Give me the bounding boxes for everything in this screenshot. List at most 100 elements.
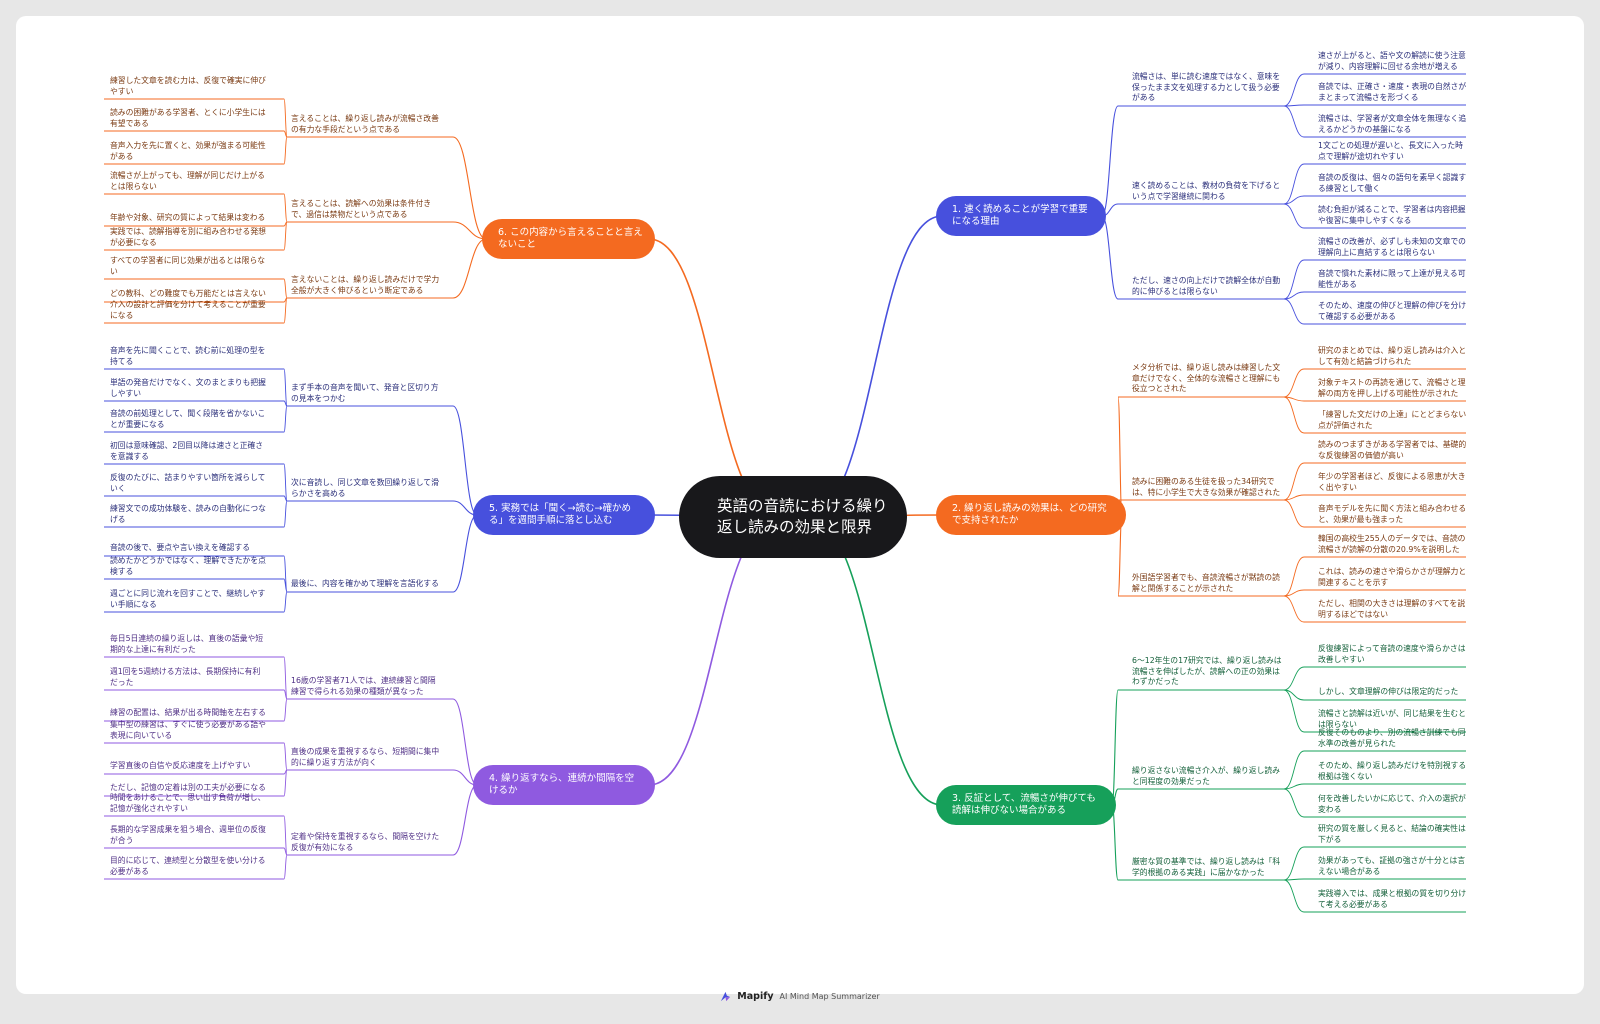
- branch-node-3[interactable]: 3. 反証として、流暢さが伸びても読解は伸びない場合がある: [936, 785, 1116, 825]
- leaf-label[interactable]: 反復そのものより、別の流暢さ訓練でも同水準の改善が見られた: [1318, 728, 1466, 748]
- subtopic-label[interactable]: 言えることは、読解への効果は条件付きで、過信は禁物だという点である: [291, 199, 432, 219]
- leaf-label[interactable]: 学習直後の自信や反応速度を上げやすい: [110, 761, 251, 770]
- leaf-label[interactable]: 週1回を5週続ける方法は、長期保持に有利だった: [110, 667, 261, 687]
- subtopic-label[interactable]: メタ分析では、繰り返し読みは練習した文章だけでなく、全体的な流暢さと理解にも役立…: [1132, 363, 1281, 393]
- leaf-label[interactable]: 集中型の練習は、すぐに使う必要がある語や表現に向いている: [110, 720, 266, 740]
- sub-leaf-link: [1283, 73, 1305, 107]
- leaf-label[interactable]: ただし、記憶の定着は別の工夫が必要になる: [110, 783, 266, 792]
- leaf-label[interactable]: 長期的な学習成果を狙う場合、週単位の反復が合う: [110, 825, 266, 845]
- leaf-label[interactable]: 介入の設計と評価を分けて考えることが重要になる: [110, 300, 266, 320]
- leaf-label[interactable]: 初回は意味確認、2回目以降は速さと正確さを意識する: [110, 441, 264, 461]
- branch-node-5[interactable]: 5. 実務では「聞く→読む→確かめる」を週間手順に落とし込む: [473, 495, 655, 535]
- leaf-label[interactable]: 韓国の高校生255人のデータでは、音読の流暢さが読解の分散の20.9%を説明した: [1318, 534, 1466, 554]
- sub-leaf-link: [1283, 846, 1305, 881]
- subtopic-label[interactable]: 読みに困難のある生徒を扱った34研究では、特に小学生で大きな効果が確認された: [1132, 477, 1281, 497]
- branch-node-1[interactable]: 1. 速く読めることが学習で重要になる理由: [936, 196, 1106, 236]
- leaf-label[interactable]: 音読の前処理として、聞く段階を省かないことが重要になる: [110, 409, 266, 429]
- subtopic-label[interactable]: 外国語学習者でも、音読流暢さが黙読の読解と関係することが示された: [1132, 573, 1280, 593]
- leaf-label[interactable]: そのため、繰り返し読みだけを特別視する根拠は強くない: [1318, 761, 1467, 781]
- leaf-label[interactable]: 流暢さと読解は近いが、同じ結果を生むとは限らない: [1318, 709, 1466, 729]
- leaf-label[interactable]: 読めたかどうかではなく、理解できたかを点検する: [110, 556, 266, 576]
- leaf-label[interactable]: 何を改善したいかに応じて、介入の選択が変わる: [1318, 794, 1466, 814]
- leaf-label[interactable]: 単語の発音だけでなく、文のまとまりも把握しやすい: [110, 378, 266, 398]
- sub-leaf-link: [283, 221, 288, 251]
- root-topic-node[interactable]: 英語の音読における繰り返し読みの効果と限界: [679, 476, 907, 558]
- leaf-label[interactable]: 年少の学習者ほど、反復による恩恵が大きく出やすい: [1318, 472, 1466, 492]
- leaf-label[interactable]: 年齢や対象、研究の質によって結果は変わる: [110, 213, 266, 222]
- subtopic-label[interactable]: 流暢さは、単に読む速度ではなく、意味を保ったまま文を処理する力として扱う必要があ…: [1132, 72, 1281, 102]
- sub-leaf-link: [1283, 879, 1305, 913]
- leaf-label[interactable]: 研究の質を厳しく見ると、結論の確実性は下がる: [1318, 824, 1466, 844]
- leaf-label[interactable]: 週ごとに同じ流れを回すことで、継続しやすい手順になる: [110, 589, 266, 609]
- subtopic-label[interactable]: 直後の成果を重視するなら、短期間に集中的に繰り返す方法が向く: [291, 747, 440, 767]
- subtopic-label[interactable]: 繰り返さない流暢さ介入が、繰り返し読みと同程度の効果だった: [1132, 766, 1280, 786]
- leaf-label[interactable]: そのため、速度の伸びと理解の伸びを分けて確認する必要がある: [1318, 301, 1467, 321]
- subtopic-label[interactable]: 速く読めることは、教材の負荷を下げるという点で学習継続に関わる: [1132, 181, 1281, 201]
- leaf-label[interactable]: 音読では、正確さ・速度・表現の自然さがまとまって流暢さを形づくる: [1318, 82, 1467, 102]
- branch-sub-link: [1111, 804, 1119, 881]
- branch-node-2[interactable]: 2. 繰り返し読みの効果は、どの研究で支持されたか: [936, 495, 1126, 535]
- leaf-label[interactable]: 音声モデルを先に聞く方法と組み合わせると、効果が最も強まった: [1318, 504, 1467, 524]
- subtopic-label[interactable]: 最後に、内容を確かめて理解を言語化する: [291, 579, 439, 588]
- leaf-label[interactable]: 流暢さの改善が、必ずしも未知の文章での理解向上に直結するとは限らない: [1318, 237, 1466, 257]
- leaf-label[interactable]: これは、読みの速さや滑らかさが理解力と関連することを示す: [1318, 567, 1467, 587]
- sub-leaf-link: [283, 500, 288, 528]
- sub-leaf-link: [283, 130, 288, 138]
- sub-leaf-link: [1283, 878, 1305, 881]
- leaf-label[interactable]: 毎日5日連続の繰り返しは、直後の語彙や短期的な上達に有利だった: [110, 634, 264, 654]
- leaf-label[interactable]: 効果があっても、証拠の強さが十分とは言えない場合がある: [1318, 856, 1466, 876]
- branch-label: 6. この内容から言えることと言えないこと: [498, 226, 643, 251]
- leaf-label[interactable]: 実践では、読解指導を別に組み合わせる発想が必要になる: [110, 227, 266, 247]
- sub-leaf-link: [1283, 195, 1305, 205]
- leaf-label[interactable]: 反復のたびに、詰まりやすい箇所を減らしていく: [110, 473, 266, 493]
- branch-sub-link: [452, 221, 487, 240]
- leaf-label[interactable]: 読みの困難がある学習者、とくに小学生には有望である: [110, 108, 266, 128]
- subtopic-label[interactable]: まず手本の音声を聞いて、発音と区切り方の見本をつかむ: [291, 383, 439, 403]
- subtopic-label[interactable]: 定着や保持を重視するなら、間隔を空けた反復が有効になる: [291, 832, 440, 852]
- sub-leaf-link: [1283, 494, 1305, 501]
- leaf-label[interactable]: 練習の配置は、結果が出る時間軸を左右する: [110, 708, 266, 717]
- leaf-label[interactable]: 音読の後で、要点や言い換えを確認する: [110, 543, 251, 552]
- leaf-label[interactable]: 速さが上がると、語や文の解読に使う注意が減り、内容理解に回せる余地が増える: [1318, 51, 1466, 71]
- mind-map-canvas[interactable]: 英語の音読における繰り返し読みの効果と限界 1. 速く読めることが学習で重要にな…: [16, 16, 1584, 994]
- leaf-label[interactable]: 練習した文章を読む力は、反復で確実に伸びやすい: [110, 76, 266, 96]
- leaf-label[interactable]: 練習文での成功体験を、読みの自動化につなげる: [110, 504, 266, 524]
- leaf-label[interactable]: 音声入力を先に置くと、効果が強まる可能性がある: [110, 141, 266, 161]
- subtopic-label[interactable]: 厳密な質の基準では、繰り返し読みは「科学的根拠のある実践」に届かなかった: [1132, 857, 1281, 877]
- sub-leaf-link: [283, 98, 288, 138]
- subtopic-label[interactable]: 6〜12年生の17研究では、繰り返し読みは流暢さを伸ばしたが、読解への正の効果は…: [1132, 656, 1282, 686]
- leaf-label[interactable]: すべての学習者に同じ効果が出るとは限らない: [110, 256, 266, 276]
- sub-leaf-link: [1283, 462, 1305, 501]
- leaf-label[interactable]: 実践導入では、成果と根拠の質を切り分けて考える必要がある: [1318, 889, 1467, 909]
- leaf-label[interactable]: 読みのつまずきがある学習者では、基礎的な反復練習の価値が高い: [1318, 440, 1467, 460]
- branch-sub-link: [452, 698, 478, 786]
- leaf-label[interactable]: 「練習した文だけの上達」にとどまらない点が評価された: [1318, 410, 1467, 430]
- leaf-label[interactable]: 音声を先に聞くことで、読む前に処理の型を持てる: [110, 346, 266, 366]
- leaf-label[interactable]: しかし、文章理解の伸びは限定的だった: [1318, 687, 1459, 696]
- leaf-label[interactable]: 流暢さは、学習者が文章全体を無理なく追えるかどうかの基盤になる: [1318, 114, 1467, 134]
- sub-leaf-link: [283, 278, 288, 299]
- sub-leaf-link: [1283, 556, 1305, 597]
- subtopic-label[interactable]: 16歳の学習者71人では、連続練習と間隔練習で得られる効果の種類が異なった: [291, 676, 436, 696]
- leaf-label[interactable]: 音読で慣れた素材に限って上達が見える可能性がある: [1318, 269, 1466, 289]
- sub-leaf-link: [1283, 788, 1305, 818]
- branch-node-6[interactable]: 6. この内容から言えることと言えないこと: [482, 219, 655, 259]
- leaf-label[interactable]: どの教科、どの難度でも万能だとは言えない: [110, 289, 266, 298]
- subtopic-label[interactable]: 次に音読し、同じ文章を数回繰り返して滑らかさを高める: [291, 478, 439, 498]
- leaf-label[interactable]: 1文ごとの処理が遅いと、長文に入った時点で理解が途切れやすい: [1318, 141, 1463, 161]
- leaf-label[interactable]: ただし、相関の大きさは理解のすべてを説明するほどではない: [1318, 599, 1466, 619]
- sub-leaf-link: [283, 368, 288, 407]
- leaf-label[interactable]: 音読の反復は、個々の語句を素早く認識する練習として働く: [1318, 173, 1467, 193]
- subtopic-label[interactable]: 言えることは、繰り返し読みが流暢さ改善の有力な手段だという点である: [291, 114, 439, 134]
- leaf-label[interactable]: 対象テキストの再読を通じて、流暢さと理解の両方を押し上げる可能性が示された: [1318, 378, 1466, 398]
- leaf-label[interactable]: 時間をあけることで、思い出す負荷が増し、記憶が強化されやすい: [110, 793, 266, 813]
- leaf-label[interactable]: 研究のまとめでは、繰り返し読みは介入として有効と結論づけられた: [1318, 346, 1467, 366]
- subtopic-label[interactable]: 言えないことは、繰り返し読みだけで学力全般が大きく伸びるという断定である: [291, 275, 440, 295]
- leaf-label[interactable]: 目的に応じて、連続型と分散型を使い分ける必要がある: [110, 856, 266, 876]
- subtopic-label[interactable]: ただし、速さの向上だけで読解全体が自動的に伸びるとは限らない: [1132, 276, 1281, 296]
- leaf-label[interactable]: 読む負担が減ることで、学習者は内容把握や復習に集中しやすくなる: [1318, 205, 1466, 225]
- leaf-label[interactable]: 流暢さが上がっても、理解が同じだけ上がるとは限らない: [110, 171, 265, 191]
- branch-node-4[interactable]: 4. 繰り返すなら、連続か間隔を空けるか: [473, 765, 655, 805]
- leaf-label[interactable]: 反復練習によって音読の速度や滑らかさは改善しやすい: [1318, 644, 1466, 664]
- branch-sub-link: [1111, 689, 1119, 806]
